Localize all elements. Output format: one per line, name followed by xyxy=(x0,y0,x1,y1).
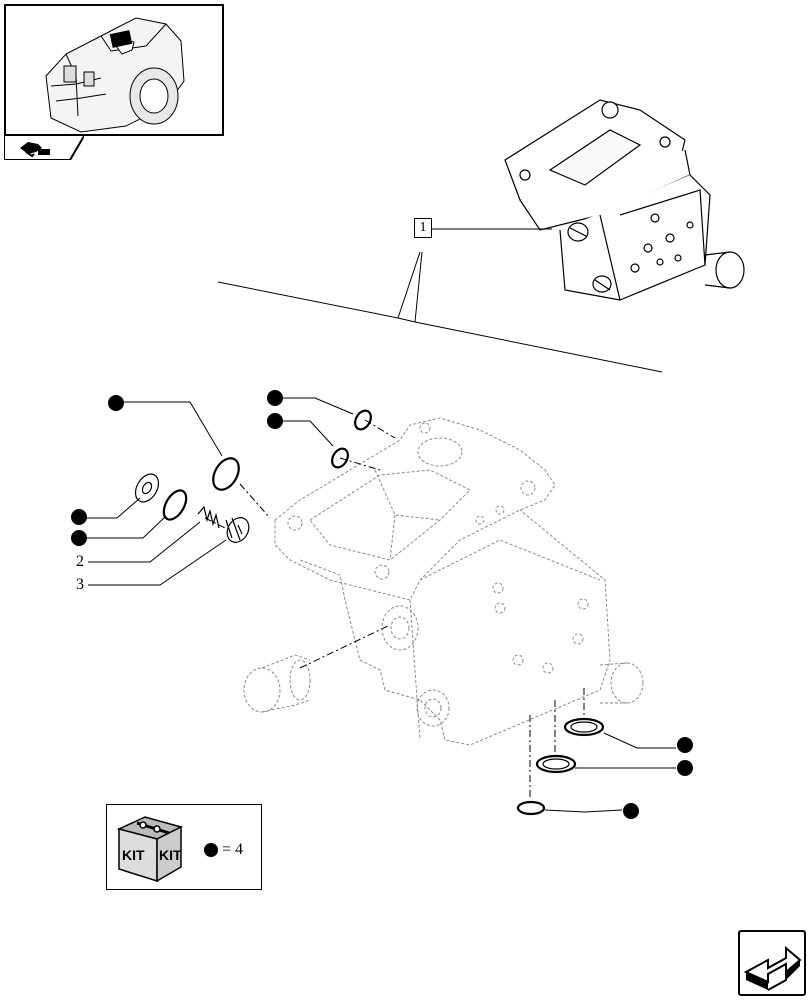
seal-parts xyxy=(162,409,605,816)
kit-bullet xyxy=(623,803,639,819)
transmission-housing-thumbnail xyxy=(45,17,185,133)
kit-box-icon: KIT KIT xyxy=(116,816,218,883)
legend-quantity: = 4 xyxy=(222,841,244,858)
callout-spring[interactable]: 2 xyxy=(76,553,84,570)
reference-callout-box[interactable]: 1 xyxy=(414,218,432,238)
valve-housing-phantom xyxy=(243,417,644,746)
next-page-button[interactable] xyxy=(738,930,806,996)
kit-bullet xyxy=(267,390,283,406)
overview-thumbnail[interactable] xyxy=(4,4,224,136)
kit-bullet-legend xyxy=(204,843,218,857)
kit-bullet xyxy=(677,760,693,776)
kit-label-right: KIT xyxy=(159,847,182,863)
callout-plug[interactable]: 3 xyxy=(76,576,84,593)
kit-bullet xyxy=(677,737,693,753)
kit-legend: KIT KIT xyxy=(106,804,262,890)
kit-bullet xyxy=(71,509,87,525)
thumbnail-tab[interactable] xyxy=(3,135,85,165)
arrow-right-icon xyxy=(743,945,802,991)
kit-label-left: KIT xyxy=(122,847,145,863)
kit-bullet xyxy=(71,530,87,546)
kit-bullets xyxy=(71,390,693,819)
hand-pointer-icon xyxy=(20,142,50,158)
valve-assembly-reference xyxy=(504,99,745,301)
kit-bullet xyxy=(108,395,124,411)
kit-bullet xyxy=(267,413,283,429)
